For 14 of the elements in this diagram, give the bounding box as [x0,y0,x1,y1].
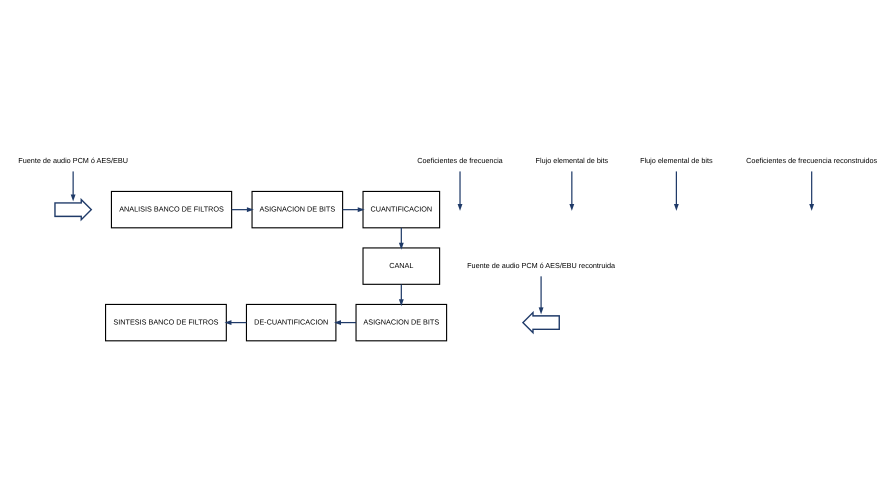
node-arrow [54,198,92,222]
arrow [224,320,246,326]
arrow [398,284,404,306]
arrow [809,171,814,211]
arrow [538,276,544,314]
arrow [70,171,76,202]
arrow [674,171,679,211]
arrow [398,228,404,250]
arrow [569,171,574,211]
arrow [232,207,254,212]
node-arrow [522,310,560,334]
arrow [334,320,356,326]
arrow [458,171,462,211]
arrow [342,207,365,212]
